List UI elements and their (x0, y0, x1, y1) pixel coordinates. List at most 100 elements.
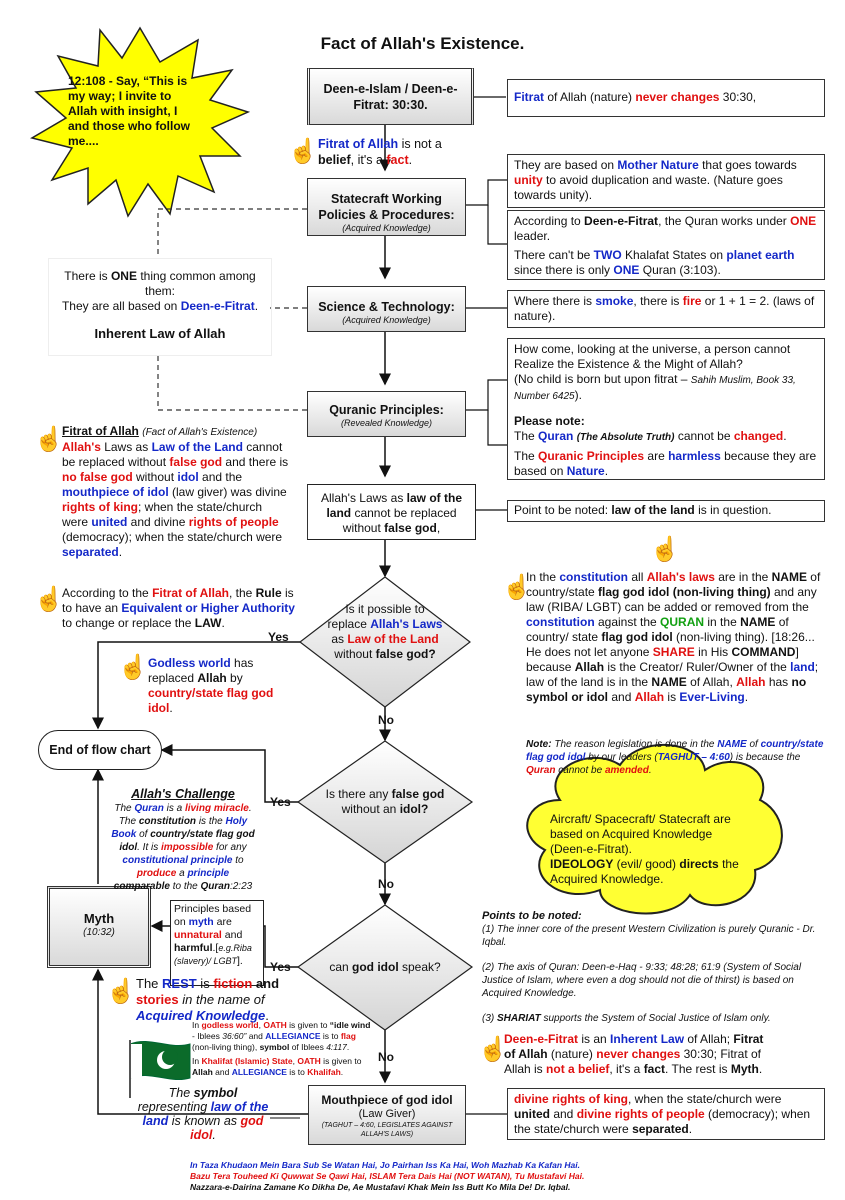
right-box-divine-rights: divine rights of king, when the state/ch… (507, 1088, 825, 1140)
rest-note: The REST is fiction and stories in the n… (136, 976, 296, 1024)
common-part: They are all based on (61, 299, 181, 313)
point-2: (2) The axis of Quran: Deen-e-Haq - 9:33… (482, 962, 802, 999)
mn-part: are (213, 916, 232, 928)
point-3: (3) SHARIAT supports the System of Socia… (482, 1012, 828, 1025)
ch-part: a (176, 868, 188, 879)
decision-2-part: without an (341, 802, 400, 816)
right-box-smoke-fire: Where there is smoke, there is fire or 1… (507, 290, 825, 328)
ob-part: OATH (297, 1056, 321, 1066)
myth-label: Myth (83, 911, 115, 926)
sym-part: god idol (190, 1114, 264, 1142)
right-box-universe: How come, looking at the universe, a per… (507, 338, 825, 480)
pointing-hand-icon: ☝ (34, 426, 64, 453)
ob-part: and (212, 1067, 232, 1077)
footer-part: Bazu Tera Touheed Ki Quwwat Se Qawi Hai, (190, 1171, 370, 1181)
df-part: . The rest is (665, 1062, 731, 1076)
const-part: of Allah, (686, 675, 737, 689)
laws-box-part: false god (384, 521, 437, 535)
myth-ref: (10:32) (83, 927, 115, 938)
right-box-point-noted: Point to be noted: law of the land is in… (507, 500, 825, 522)
oa-part: - Iblees (192, 1031, 220, 1041)
common-line-1: There is ONE thing common among them: (49, 269, 271, 299)
ch-part: :2:23 (229, 881, 253, 892)
burst-quote: 12:108 - Say, “This is my way; I invite … (68, 74, 190, 148)
r3b-part: There can't be (514, 248, 594, 262)
r5-part: ). (574, 388, 582, 402)
lf-part: Allah's (62, 440, 101, 454)
cloud-text: Aircraft/ Spacecraft/ Statecraft are bas… (550, 812, 750, 887)
r3b-part: TWO (593, 248, 622, 262)
rule-part: LAW (194, 616, 222, 630)
const-part: Allah (574, 660, 605, 674)
df-part: not a belief (546, 1062, 610, 1076)
const-part: is the Creator/ Ruler/Owner of the (604, 660, 791, 674)
ch-part: country/state flag god idol (119, 829, 255, 853)
r5f-part: The (514, 429, 539, 443)
diamond-1-shape (299, 576, 471, 708)
dv-part: (democracy); when the state/church were (514, 1107, 811, 1136)
pointing-hand-icon: ☝ (106, 978, 136, 1005)
lf-part: and the (198, 470, 243, 484)
r5-part: Sahih Muslim, Book 33, Number 6425 (514, 375, 796, 402)
ch-part: . The (118, 803, 252, 827)
r5f-part: changed (733, 429, 784, 443)
r3b-part: planet earth (726, 248, 795, 262)
mn-part: .[ (212, 942, 219, 954)
r5g-part: because they are based on (514, 449, 817, 478)
footer-line-3: Nazzara-e-Dairina Zamane Ko Dikha De, Ae… (190, 1182, 571, 1192)
r5-question: How come, looking at the universe, a per… (514, 342, 791, 371)
const-part: ] because (526, 645, 799, 674)
ch-part: The (114, 803, 135, 814)
challenge-head: Allah's Challenge (131, 787, 235, 801)
statecraft-sub: (Acquired Knowledge) (342, 223, 431, 233)
left-fitrat-subtitle: (Fact of Allah's Existence) (142, 427, 258, 438)
legislation-note: Note: The reason legislation is done in … (526, 738, 826, 777)
decision-2-part: idol? (399, 802, 429, 816)
oa-part: ALLEGIANCE (265, 1031, 321, 1041)
lf-part: separated (62, 545, 119, 559)
const-part: Allah (736, 675, 766, 689)
decision-1-part: god? (406, 647, 436, 661)
p3-part: supports the System of Social Justice of… (540, 1013, 771, 1024)
cloud-shape (526, 744, 783, 915)
r2-part: They are based on (514, 158, 618, 172)
cloud-part: (evil/ good) (613, 857, 680, 871)
leg-part: amended (604, 765, 649, 776)
rest-part: REST (162, 976, 197, 991)
ch-part: of (136, 829, 151, 840)
const-part: are in the (714, 570, 772, 584)
right-box-one-leader: According to Deen-e-Fitrat, the Quran wo… (507, 210, 825, 280)
oa-part: of Iblees (289, 1042, 327, 1052)
godless-part: Allah (197, 671, 227, 685)
rule-part: Equivalent or Higher Authority (121, 601, 295, 615)
rest-part: fiction (213, 976, 253, 991)
r3a-line: According to Deen-e-Fitrat, the Quran wo… (514, 214, 818, 244)
fitrat-note-part: Fitrat of Allah (318, 137, 399, 151)
ob-part: is to (286, 1067, 308, 1077)
starburst-shape (30, 26, 251, 218)
r2-part: unity (514, 173, 543, 187)
footer-line-1: In Taza Khudaon Mein Bara Sub Se Watan H… (190, 1160, 580, 1170)
laws-box-part: , (436, 521, 441, 535)
ch-part: is the (196, 816, 226, 827)
pointing-hand-icon: ☝ (118, 654, 148, 681)
ch-part: produce (136, 868, 177, 879)
decision-1-part: false (375, 647, 404, 661)
const-part: land (790, 660, 815, 674)
rest-part: Acquired Knowledge (136, 1008, 266, 1023)
const-part: of country/ state (526, 615, 789, 644)
r1-part: 30:30, (719, 90, 757, 104)
laws-box: Allah's Laws as law of the land cannot b… (307, 484, 476, 540)
const-part: no symbol or idol (526, 675, 807, 704)
dv-part: divine rights of people (576, 1107, 705, 1121)
const-part: has (765, 675, 792, 689)
lf-part: cannot be replaced without (62, 440, 283, 469)
df-part: of Allah; (684, 1032, 734, 1046)
lf-part: Law of the Land (151, 440, 243, 454)
rule-part: . (221, 616, 225, 630)
dv-part: , when the state/church were (628, 1092, 782, 1106)
df-part: (nature) (547, 1047, 597, 1061)
leg-part: country/state flag god idol (526, 739, 824, 763)
rule-part: Rule (255, 586, 282, 600)
oa-part: (non-living thing), (192, 1042, 260, 1052)
